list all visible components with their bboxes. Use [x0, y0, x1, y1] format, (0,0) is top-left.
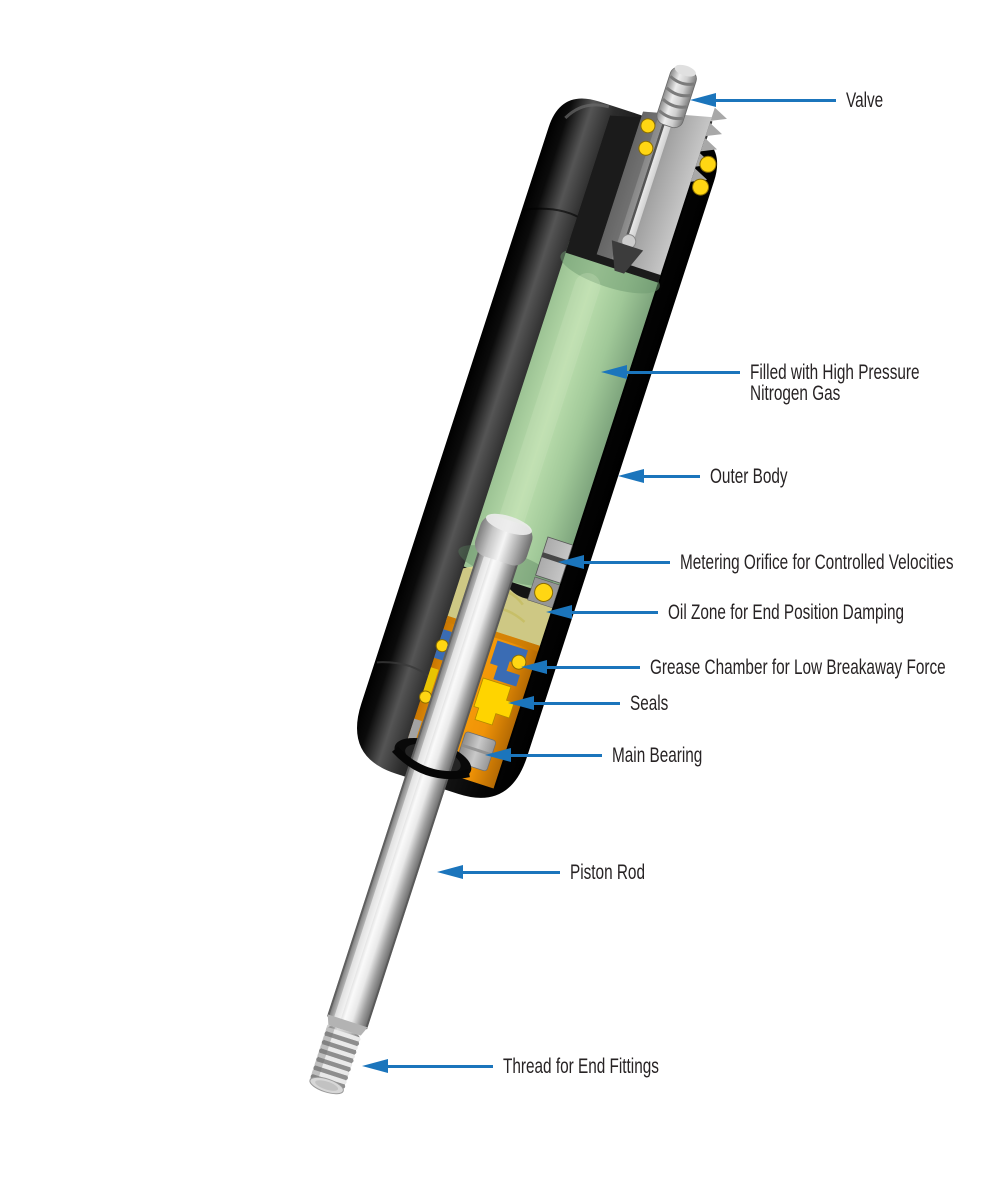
valve-needle-shade [625, 120, 666, 238]
seals-arrow-line [532, 701, 620, 705]
valve-stud-top [674, 64, 696, 77]
thread-end-arrow-line [386, 1064, 493, 1068]
thread-end-label-line: Thread for End Fittings [503, 1055, 659, 1078]
piston-rod-label: Piston Rod [570, 862, 645, 883]
o-ring-top-left-2 [638, 140, 654, 156]
piston-rod-edge-r [365, 549, 523, 1030]
outer-body-label: Outer Body [710, 466, 788, 487]
gas-top-shadow [560, 249, 660, 294]
valve-guide-block [596, 111, 712, 275]
nitrogen-gas-label-line: Filled with High Pressure [750, 361, 920, 384]
gas-highlight [489, 272, 601, 560]
valve-stud-threads [658, 75, 695, 121]
piston-guide-top [485, 513, 532, 536]
valve-arrowhead-icon [690, 93, 716, 107]
seals-arrowhead-icon [508, 696, 534, 710]
grease-chamber-label-line: Grease Chamber for Low Breakaway Force [650, 656, 946, 679]
thread-end-face-inner [315, 1080, 339, 1091]
piston-rod-edge-l [327, 536, 485, 1017]
valve-label-line: Valve [846, 89, 884, 112]
rod-exit-rim [391, 746, 470, 780]
oil-zone-arrowhead-icon [546, 605, 572, 619]
nitrogen-gas-label-line: Nitrogen Gas [750, 382, 841, 405]
oil-zone-label: Oil Zone for End Position Damping [668, 602, 904, 623]
piston-rod-arrowhead-icon [437, 865, 463, 879]
thread-chamfer [327, 1014, 368, 1036]
guide-bushing-graphic [490, 640, 528, 687]
valve-arrow-line [714, 98, 836, 102]
nitrogen-gas-chamber [463, 241, 662, 597]
thread-graphic [309, 1014, 368, 1095]
metering-orifice-arrowhead-icon [558, 555, 584, 569]
valve-needle [625, 120, 672, 240]
main-bearing-label-line: Main Bearing [612, 744, 703, 767]
metering-orifice-label: Metering Orifice for Controlled Velociti… [680, 552, 954, 573]
seals-label-line: Seals [630, 692, 669, 715]
main-bearing-arrowhead-icon [485, 748, 511, 762]
body-seam-lower [376, 661, 431, 679]
o-ring-top-right-1 [699, 155, 717, 173]
grease-chamber-label: Grease Chamber for Low Breakaway Force [650, 657, 946, 678]
thread-shade [309, 1024, 336, 1083]
seal-left [422, 667, 439, 695]
grease-chamber-arrow-line [545, 665, 640, 669]
nitrogen-gas-arrowhead-icon [601, 365, 627, 379]
valve-label: Valve [846, 90, 883, 111]
outer-body-arrowhead-icon [618, 469, 644, 483]
main-bearing-slot [460, 743, 493, 757]
outer-body-label-line: Outer Body [710, 465, 788, 488]
piston-rod-highlight [333, 539, 497, 1021]
main-bearing-label: Main Bearing [612, 745, 702, 766]
main-bearing-arrow-line [509, 753, 602, 757]
valve-funnel [611, 240, 644, 274]
body-top-highlight [564, 103, 610, 120]
o-ring-metering [534, 582, 554, 602]
seal-graphic [473, 677, 515, 726]
thread-end-arrowhead-icon [362, 1059, 388, 1073]
seals-label: Seals [630, 693, 668, 714]
oil-zone-label-line: Oil Zone for End Position Damping [668, 601, 905, 624]
o-ring-top-right-2 [692, 178, 710, 196]
piston-rod-label-line: Piston Rod [570, 861, 645, 884]
nitrogen-gas-arrow-line [625, 370, 740, 374]
o-ring-top-left-1 [640, 118, 656, 134]
metering-orifice-arrow-line [582, 560, 670, 564]
grease-chamber-arrowhead-icon [521, 660, 547, 674]
piston-rod-arrow-line [461, 870, 560, 874]
oil-zone-arrow-line [570, 610, 658, 614]
outer-body-arrow-line [642, 474, 700, 478]
metering-orifice-label-line: Metering Orifice for Controlled Velociti… [680, 551, 954, 574]
valve-graphic [611, 64, 697, 274]
main-bearing-left [407, 718, 422, 743]
thread-end-label: Thread for End Fittings [503, 1056, 659, 1077]
